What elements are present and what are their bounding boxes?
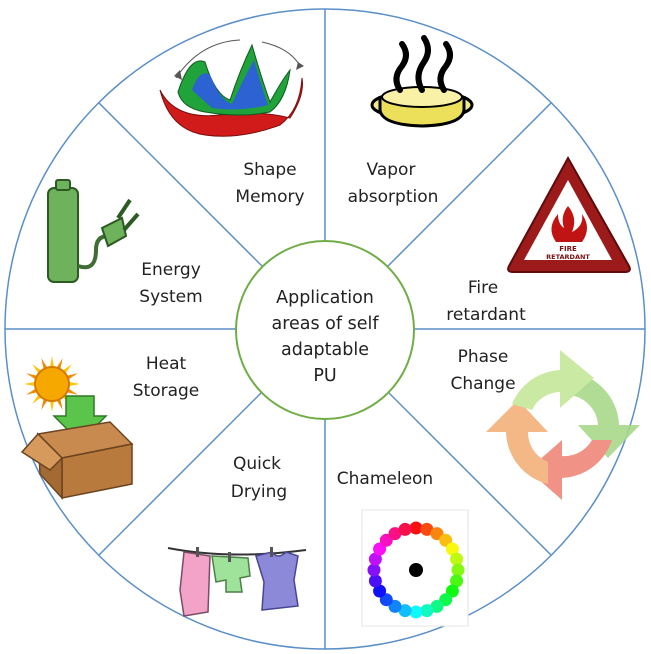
label-vapor-line1: Vapor [367,160,416,180]
fire-sign-text-line2: RETARDANT [546,253,590,261]
sun-ray [56,398,63,410]
label-phase-line1: Phase [458,347,509,367]
sun-ray [26,388,38,395]
label-chameleon: Chameleon [337,469,433,489]
vapor-bowl-icon [370,35,474,128]
color-wheel-icon [361,509,469,627]
fire-sign-text-line1: FIRE [559,245,577,253]
cycle-arrows-icon [486,350,640,500]
color-dot [368,574,382,588]
label-shape-memory-line2: Memory [235,187,304,207]
sun-ray [68,382,80,386]
color-dot [373,584,387,598]
sun-ray [66,388,78,395]
sun-ray [41,358,48,370]
sun-ray [41,398,48,410]
shape-memory-icon [159,39,304,137]
color-dot [367,563,381,577]
color-dot [450,574,464,588]
sun-ray [62,364,72,374]
sun-ray [32,364,42,374]
color-dot [450,552,464,566]
label-fire-line1: Fire [468,278,498,298]
battery-plug-icon [47,179,140,283]
label-quick-drying-line1: Quick [233,454,281,474]
sun-box-icon [20,356,134,500]
color-dot [451,563,465,577]
color-dot [368,552,382,566]
sun-ray [50,400,54,412]
center-label-line4: PU [313,366,336,386]
label-energy-system-line2: System [139,287,202,307]
center-label-line1: Application [276,288,374,308]
sun-ray [50,356,54,368]
label-energy-system-line1: Energy [141,260,201,280]
clothesline-icon [167,547,307,617]
color-dot [430,599,444,613]
color-dot [445,542,459,556]
center-circle [235,240,415,420]
label-phase-line2: Change [450,374,515,394]
label-heat-storage-line1: Heat [146,354,187,374]
label-vapor-line2: absorption [348,187,439,207]
sun-ray [56,358,63,370]
sun-ray [26,373,38,380]
color-dot [398,604,412,618]
center-label-line3: adaptable [281,340,369,360]
sun-ray [24,382,36,386]
color-dot [409,521,423,535]
fire-warning-sign-icon: FIRE RETARDANT [507,155,631,273]
label-quick-drying-line2: Drying [231,482,287,502]
color-dot [409,605,423,619]
label-shape-memory-line1: Shape [243,160,296,180]
center-label-line2: areas of self [271,314,379,334]
sun-ray [32,394,42,404]
color-dot [388,527,402,541]
color-dot [420,604,434,618]
sun-ray [66,373,78,380]
label-fire-line2: retardant [446,305,526,325]
color-dot [398,522,412,536]
color-dot [420,522,434,536]
label-heat-storage-line2: Storage [133,381,200,401]
